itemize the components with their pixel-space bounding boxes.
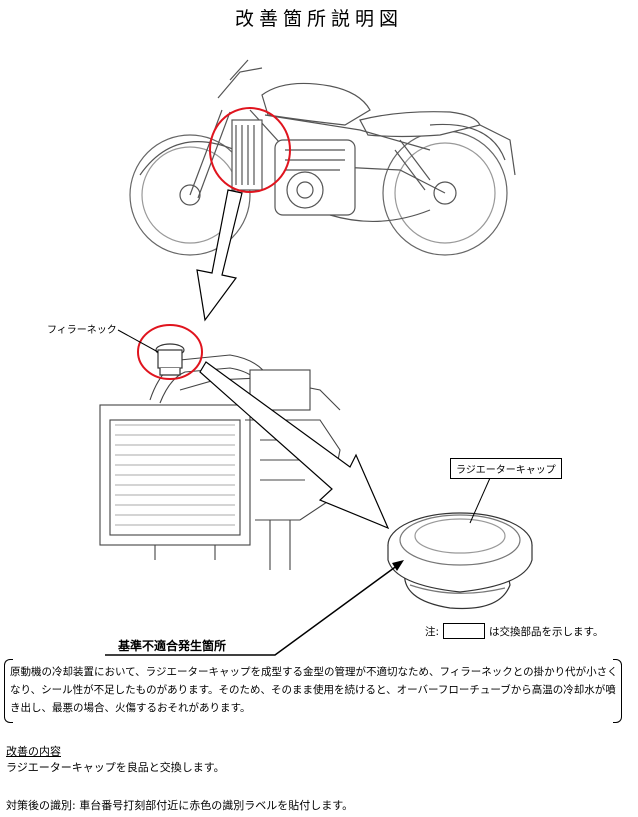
description-box: 原動機の冷却装置において、ラジエーターキャップを成型する金型の管理が不適切なため… (4, 659, 622, 723)
defect-location-label: 基準不適合発生箇所 (118, 639, 227, 653)
bracket-right (613, 659, 622, 723)
arrow-to-cap (199, 361, 390, 530)
bracket-left (4, 659, 13, 723)
arrow-down (196, 189, 243, 322)
filler-neck-leader (117, 329, 159, 353)
page-title: 改善箇所説明図 (234, 8, 403, 30)
motorcycle-drawing (129, 59, 516, 256)
radiator-cap-label: ラジエーターキャップ (450, 458, 562, 479)
note-prefix: 注: (425, 625, 440, 638)
defect-underline (105, 564, 399, 656)
identification-text: 対策後の識別: 車台番号打刻部付近に赤色の識別ラベルを貼付します。 (6, 799, 354, 812)
replacement-part-box-icon (443, 623, 486, 639)
defect-arrowhead (392, 560, 404, 571)
filler-neck-drawing (155, 343, 185, 376)
improvement-heading: 改善の内容 (6, 745, 61, 758)
improvement-body: ラジエーターキャップを良品と交換します。 (6, 761, 225, 774)
note-suffix: は交換部品を示します。 (489, 625, 604, 638)
defect-description: 原動機の冷却装置において、ラジエーターキャップを成型する金型の管理が不適切なため… (10, 666, 618, 714)
radiator-cap-leader (469, 477, 491, 524)
filler-neck-label: フィラーネック (47, 325, 117, 336)
highlight-circle-bike (209, 107, 291, 193)
replacement-note: 注: は交換部品を示します。 (425, 623, 604, 639)
highlight-circle-filler (137, 324, 203, 380)
radiator-drawing (99, 354, 341, 570)
radiator-cap-drawing (387, 512, 533, 610)
